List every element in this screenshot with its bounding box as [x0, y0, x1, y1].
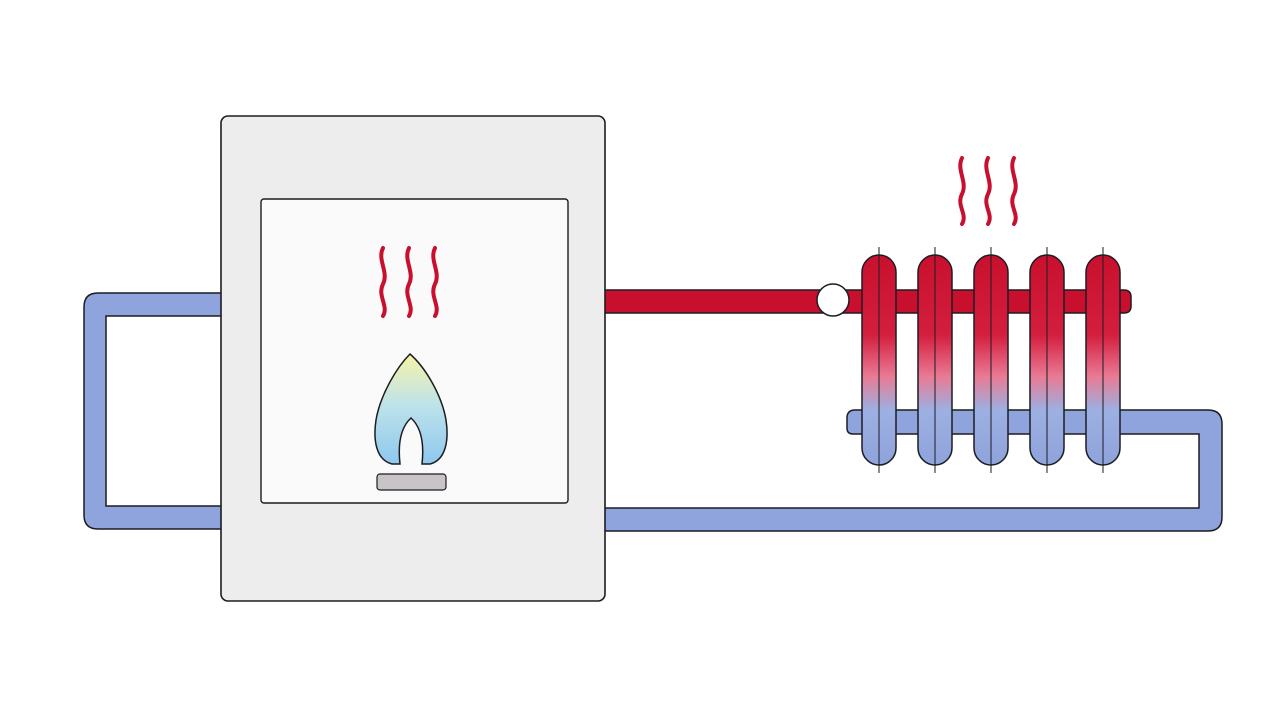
cold-return-pipe-left [83, 292, 223, 530]
burner-base [376, 473, 447, 491]
radiator-heat-waves-icon [958, 156, 1018, 226]
gas-flame-icon [374, 352, 448, 491]
cold-return-pipe-right [603, 409, 1223, 532]
radiator-icon [861, 247, 1121, 473]
boiler-heat-waves-icon [379, 246, 439, 318]
valve-icon [816, 283, 850, 317]
boiler-window [260, 198, 569, 504]
